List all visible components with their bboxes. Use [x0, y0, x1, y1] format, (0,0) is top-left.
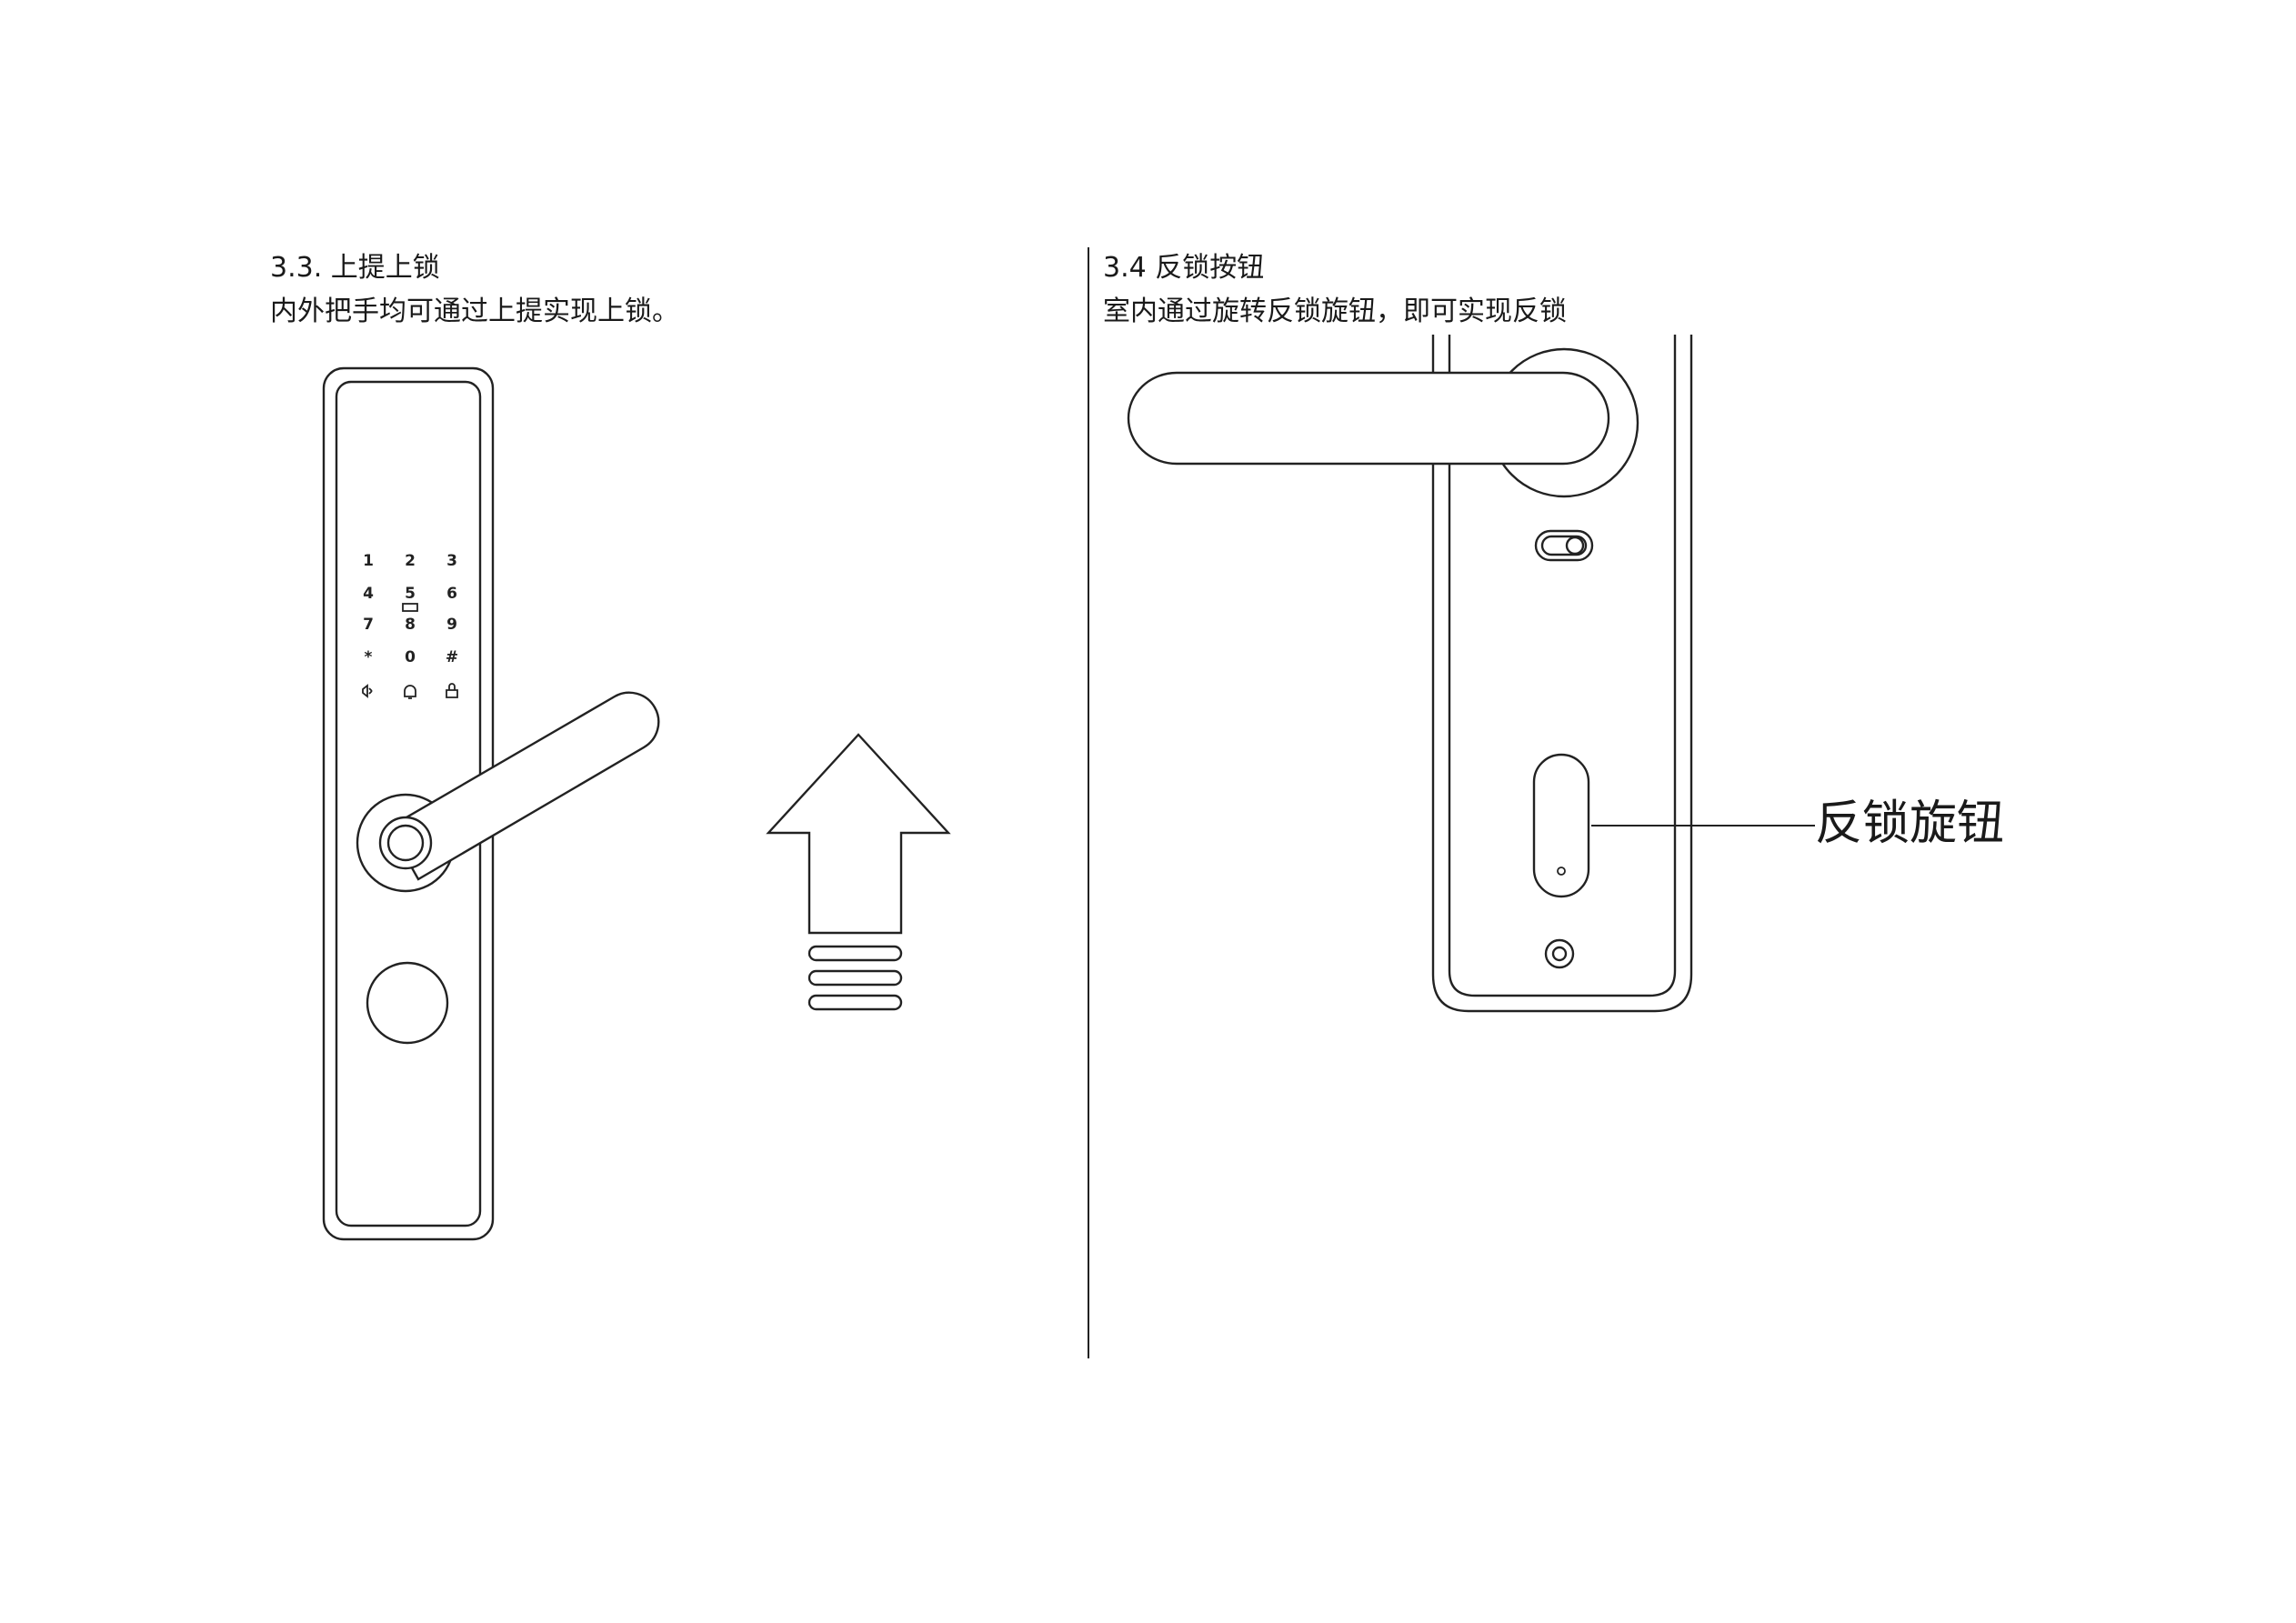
smart-lock-panel-icon: 1 2 3 4 5 6 7 8 9 * 0 # — [322, 366, 660, 1241]
key-hash[interactable]: # — [446, 648, 458, 666]
section-3-3-title: 3.3. 上提上锁 — [270, 252, 440, 284]
key-8[interactable]: 8 — [405, 616, 416, 634]
door-handle-icon — [1127, 335, 1815, 1013]
card-reader-icon — [402, 603, 418, 612]
key-9[interactable]: 9 — [446, 616, 457, 634]
section-3-4-description: 室内通过旋转反锁旋钮，即可实现反锁 — [1103, 296, 1567, 327]
lock-icon — [446, 683, 458, 698]
keypad: 1 2 3 4 5 6 7 8 9 * 0 # — [362, 552, 458, 699]
speaker-icon — [362, 684, 373, 698]
thumb-turn-knob-icon — [1532, 753, 1590, 898]
key-0[interactable]: 0 — [405, 648, 416, 666]
column-divider — [1088, 247, 1089, 1358]
key-6[interactable]: 6 — [446, 585, 457, 603]
lock-handle-lever — [356, 691, 660, 893]
key-4[interactable]: 4 — [363, 585, 374, 603]
key-1[interactable]: 1 — [363, 552, 374, 570]
key-star[interactable]: * — [365, 648, 373, 666]
key-cylinder-icon — [1544, 938, 1575, 969]
privacy-indicator-icon — [1534, 529, 1594, 562]
thumb-turn-callout-label: 反锁旋钮 — [1815, 796, 2005, 851]
up-arrow-icon — [766, 733, 951, 1011]
key-7[interactable]: 7 — [363, 616, 374, 634]
section-3-4-title: 3.4 反锁按钮 — [1103, 252, 1265, 284]
key-2[interactable]: 2 — [405, 552, 416, 570]
key-5[interactable]: 5 — [405, 585, 416, 603]
cylinder-cover-icon — [366, 961, 449, 1045]
key-3[interactable]: 3 — [446, 552, 457, 570]
section-3-3-description: 内外把手均可通过上提实现上锁。 — [270, 296, 679, 327]
doorbell-icon — [404, 685, 416, 699]
